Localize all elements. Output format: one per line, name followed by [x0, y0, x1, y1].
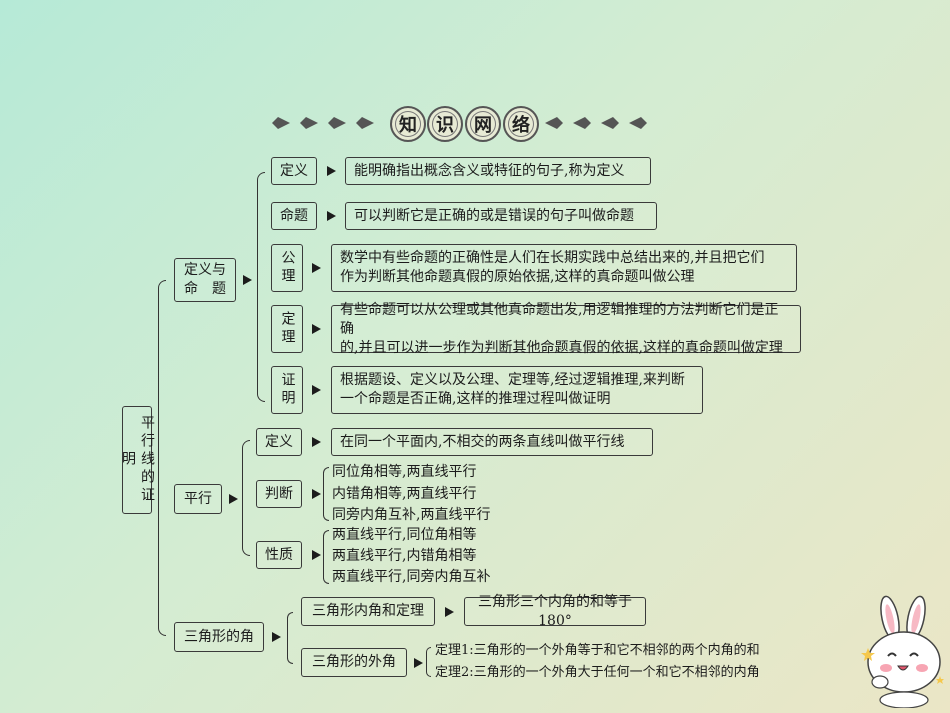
- sec2-brace: [242, 440, 250, 556]
- sec2-judge-item: 内错角相等,两直线平行: [332, 486, 477, 502]
- left-diamond-decoration-icon: [328, 117, 346, 129]
- sec1-brace: [257, 172, 265, 402]
- sec2-judge-item: 同旁内角互补,两直线平行: [332, 507, 491, 523]
- arrow-icon: [327, 211, 336, 221]
- sec2-judge-name: 判断: [256, 480, 302, 508]
- arrow-icon: [229, 494, 238, 504]
- sec3-ext-item: 定理1:三角形的一个外角等于和它不相邻的两个内角的和: [435, 643, 760, 658]
- sec3-brace: [287, 612, 293, 664]
- root-node: 平行线的证明: [120, 406, 155, 514]
- sec3-sum-desc: 三角形三个内角的和等于180°: [464, 594, 646, 629]
- sec1-item-desc-proof: 根据题设、定义以及公理、定理等,经过逻辑推理,来判断 一个命题是否正确,这样的推…: [331, 366, 703, 414]
- right-diamond-decoration-icon: [545, 117, 563, 129]
- sec2-prop-name: 性质: [256, 541, 302, 569]
- right-diamond-decoration-icon: [601, 117, 619, 129]
- sec1-label-line1: 定义与: [184, 262, 226, 278]
- root-brace: [158, 280, 166, 636]
- arrow-icon: [312, 385, 321, 395]
- sec1-item-name-proof: 证明: [271, 366, 303, 414]
- arrow-icon: [445, 607, 454, 617]
- sec1-item-name-theorem: 定理: [271, 305, 303, 353]
- arrow-icon: [272, 632, 281, 642]
- header-char: 网: [465, 106, 501, 142]
- header-char: 络: [503, 106, 539, 142]
- sec2-prop-item: 两直线平行,同位角相等: [332, 527, 477, 543]
- arrow-icon: [414, 658, 423, 668]
- sec2-judge-item: 同位角相等,两直线平行: [332, 464, 477, 480]
- right-diamond-decoration-icon: [573, 117, 591, 129]
- right-diamond-decoration-icon: [629, 117, 647, 129]
- arrow-icon: [312, 263, 321, 273]
- header-char: 识: [427, 106, 463, 142]
- sec2-judge-brace: [323, 467, 329, 521]
- sec3-ext-item: 定理2:三角形的一个外角大于任何一个和它不相邻的内角: [435, 665, 760, 680]
- left-diamond-decoration-icon: [356, 117, 374, 129]
- sec2-def-desc: 在同一个平面内,不相交的两条直线叫做平行线: [331, 428, 653, 456]
- root-label: 平行线的证明: [120, 415, 155, 505]
- sec1-item-desc-proposition: 可以判断它是正确的或是错误的句子叫做命题: [345, 202, 657, 230]
- header-char: 知: [390, 106, 426, 142]
- arrow-icon: [312, 437, 321, 447]
- left-diamond-decoration-icon: [300, 117, 318, 129]
- arrow-icon: [312, 550, 321, 560]
- sec2-prop-item: 两直线平行,内错角相等: [332, 548, 477, 564]
- arrow-icon: [312, 489, 321, 499]
- arrow-icon: [312, 324, 321, 334]
- sec1-item-desc-theorem: 有些命题可以从公理或其他真命题出发,用逻辑推理的方法判断它们是正确 的,并且可以…: [331, 302, 801, 356]
- sec1-item-name-definition: 定义: [271, 157, 317, 185]
- sec2-prop-brace: [323, 530, 329, 584]
- arrow-icon: [327, 166, 336, 176]
- sec3-ext-name: 三角形的外角: [301, 648, 407, 677]
- sec1-label-line2: 命 题: [184, 281, 226, 297]
- sec1-item-desc-definition: 能明确指出概念含义或特征的句子,称为定义: [345, 157, 651, 185]
- sec1-node: 定义与 命 题: [174, 258, 236, 302]
- sec3-sum-name: 三角形内角和定理: [301, 597, 435, 626]
- sec1-item-name-axiom: 公理: [271, 244, 303, 292]
- sec1-item-name-proposition: 命题: [271, 202, 317, 230]
- left-diamond-decoration-icon: [272, 117, 290, 129]
- sec3-node: 三角形的角: [174, 622, 264, 652]
- bunny-mascot-icon: [861, 595, 944, 708]
- sec2-node: 平行: [174, 484, 222, 514]
- sec3-ext-brace: [426, 647, 431, 677]
- sec2-prop-item: 两直线平行,同旁内角互补: [332, 569, 491, 585]
- sec2-def-name: 定义: [256, 428, 302, 456]
- sec1-item-desc-axiom: 数学中有些命题的正确性是人们在长期实践中总结出来的,并且把它们 作为判断其他命题…: [331, 244, 797, 292]
- arrow-icon: [243, 275, 252, 285]
